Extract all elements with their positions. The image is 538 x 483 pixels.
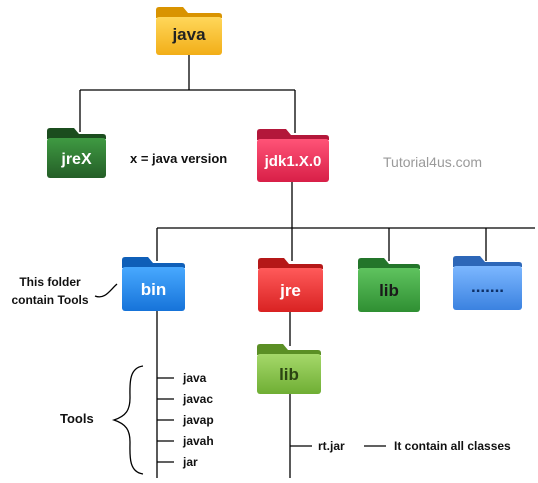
tool-item: javah <box>183 434 214 448</box>
folder-jre[interactable]: jre <box>258 258 323 312</box>
folder-jre-label: jre <box>279 281 301 300</box>
folder-lib-bottom[interactable]: lib <box>257 344 321 394</box>
folder-java[interactable]: java <box>156 7 222 55</box>
folder-lib-right[interactable]: lib <box>358 258 420 312</box>
tool-item: jar <box>183 455 198 469</box>
folder-more-label: ....... <box>471 277 504 296</box>
folder-jdk-label: jdk1.X.0 <box>264 153 322 170</box>
folder-bin-label: bin <box>141 280 167 299</box>
tool-item: javap <box>183 413 214 427</box>
folder-lib-bottom-label: lib <box>279 365 299 384</box>
folder-more[interactable]: ....... <box>453 256 522 310</box>
folder-lib-right-label: lib <box>379 281 399 300</box>
tools-label: Tools <box>60 411 94 426</box>
watermark-text: Tutorial4us.com <box>383 154 483 170</box>
tool-item: javac <box>183 392 214 406</box>
tool-item: java <box>183 371 207 385</box>
java-version-note: x = java version <box>130 151 228 166</box>
folder-jdk[interactable]: jdk1.X.0 <box>257 129 329 182</box>
folder-java-label: java <box>171 25 206 44</box>
bin-note-line1: This folder <box>19 275 81 289</box>
folder-jrex[interactable]: jreX <box>47 128 106 178</box>
rt-jar-label: rt.jar <box>318 439 345 453</box>
rt-jar-note: It contain all classes <box>394 439 511 453</box>
folder-bin[interactable]: bin <box>122 257 185 311</box>
bin-note-line2: contain Tools <box>11 293 89 307</box>
connector-lines <box>79 55 535 478</box>
folder-jrex-label: jreX <box>60 151 92 168</box>
